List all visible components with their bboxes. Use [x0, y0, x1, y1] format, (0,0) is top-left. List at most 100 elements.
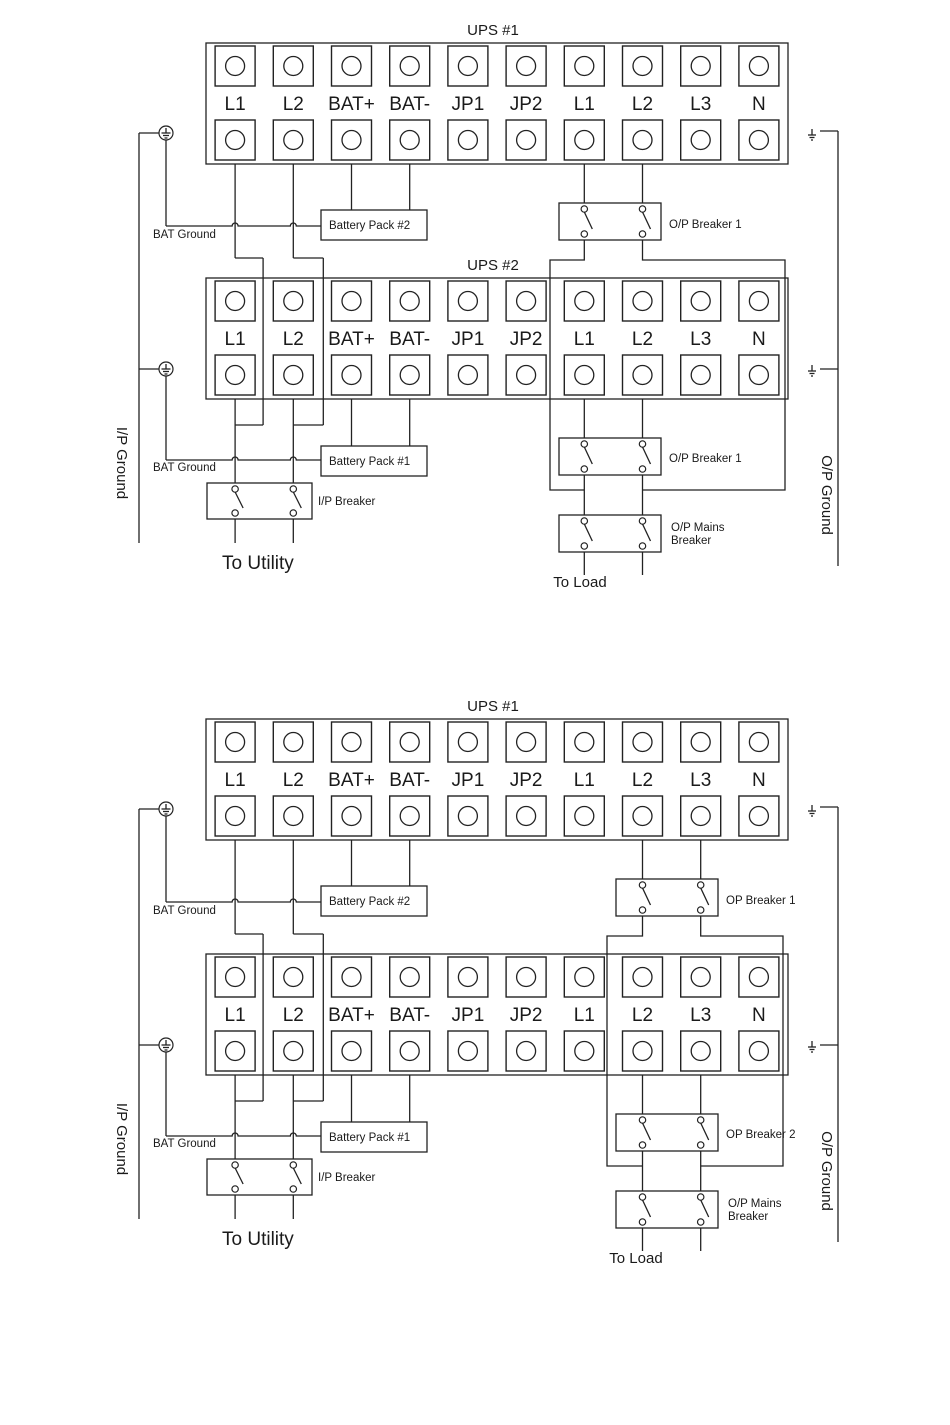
- terminal-screw-icon: [457, 290, 479, 312]
- terminal-screw-icon: [748, 55, 770, 77]
- terminal-screw-icon: [632, 805, 653, 827]
- switch-icon: [580, 205, 593, 238]
- wire: [166, 898, 321, 903]
- terminal-screw-icon: [515, 290, 537, 312]
- op-ground-label: O/P Ground: [818, 1131, 835, 1211]
- terminal-l3: L3: [680, 956, 722, 1072]
- switch-icon: [638, 1193, 652, 1226]
- terminal-screw-icon: [457, 805, 479, 827]
- terminal-screw-icon: [341, 731, 362, 753]
- switch-icon: [231, 1161, 244, 1193]
- terminal-jp1: JP1: [447, 45, 489, 161]
- terminal-l1: L1: [563, 721, 605, 837]
- terminal-screw-icon: [224, 129, 246, 151]
- terminal-label: L1: [574, 770, 595, 791]
- ups-title: UPS #1: [467, 22, 519, 39]
- terminal-bottom-square: [738, 1030, 780, 1072]
- ground-icon: [158, 1037, 174, 1053]
- op-ground-label: O/P Ground: [818, 455, 835, 535]
- terminal-label: L1: [574, 329, 595, 350]
- terminal-screw-icon: [341, 290, 362, 312]
- terminal-batplus: BAT+: [328, 280, 375, 396]
- ground-symbol-icon: [808, 805, 816, 817]
- ground-symbol-icon: [808, 365, 816, 377]
- terminal-jp2: JP2: [505, 956, 547, 1072]
- terminal-screw-icon: [457, 129, 479, 151]
- terminal-screw-icon: [515, 966, 537, 988]
- terminal-screw-icon: [341, 805, 362, 827]
- terminal-label: JP1: [452, 770, 485, 791]
- terminal-screw-icon: [224, 805, 246, 827]
- breaker-label: O/P Breaker 1: [669, 219, 742, 231]
- terminal-l1: L1: [214, 721, 256, 837]
- terminal-screw-icon: [690, 731, 711, 753]
- bat-ground-label: BAT Ground: [153, 462, 216, 474]
- terminal-screw-icon: [690, 290, 711, 312]
- ups-title: UPS #1: [467, 698, 519, 715]
- terminal-screw-icon: [224, 55, 246, 77]
- terminal-screw-icon: [515, 731, 537, 753]
- terminal-label: L2: [632, 94, 653, 115]
- terminal-screw-icon: [748, 290, 770, 312]
- ground-icon: [158, 361, 174, 377]
- terminal-l2: L2: [272, 721, 314, 837]
- terminal-l2: L2: [621, 45, 664, 161]
- terminal-screw-icon: [399, 731, 420, 753]
- terminal-batplus: BAT+: [328, 721, 375, 837]
- terminal-screw-icon: [632, 364, 653, 386]
- terminal-screw-icon: [574, 731, 595, 753]
- wire: [166, 1132, 321, 1137]
- wiring: [138, 806, 839, 1251]
- wire: [166, 222, 321, 227]
- terminal-l2: L2: [272, 45, 314, 161]
- terminal-screw-icon: [690, 364, 711, 386]
- terminal-screw-icon: [457, 364, 479, 386]
- breaker-label: O/P Breaker 1: [669, 453, 742, 465]
- terminal-jp2: JP2: [505, 280, 547, 396]
- terminal-l3: L3: [680, 45, 722, 161]
- terminal-screw-icon: [748, 364, 770, 386]
- terminal-screw-icon: [515, 805, 537, 827]
- terminal-label: BAT+: [328, 770, 375, 791]
- wire: [166, 456, 321, 461]
- terminal-label: JP1: [452, 1005, 485, 1026]
- ups-title: UPS #2: [467, 257, 519, 274]
- switch-icon: [696, 881, 710, 914]
- terminal-label: L1: [225, 94, 246, 115]
- terminal-screw-icon: [690, 1040, 711, 1062]
- terminal-top-square: [272, 45, 314, 87]
- bat-ground-label: BAT Ground: [153, 1138, 216, 1150]
- wire: [700, 916, 784, 1167]
- terminal-screw-icon: [690, 129, 711, 151]
- terminal-n: N: [738, 956, 780, 1072]
- terminal-l1: L1: [563, 45, 605, 161]
- terminal-screw-icon: [457, 731, 479, 753]
- switch-icon: [580, 517, 593, 550]
- terminal-n: N: [738, 721, 780, 837]
- terminal-top-square: [563, 956, 605, 998]
- terminal-batminus: BAT-: [389, 280, 431, 396]
- terminal-screw-icon: [399, 1040, 420, 1062]
- op-breaker-bottom: OP Breaker 2: [615, 1113, 795, 1152]
- op-breaker-top: O/P Breaker 1: [558, 202, 742, 241]
- battery-pack-label: Battery Pack #1: [329, 456, 410, 468]
- to-utility-label: To Utility: [222, 553, 294, 574]
- bat-ground-label: BAT Ground: [153, 905, 216, 917]
- wire: [641, 240, 786, 491]
- terminal-screw-icon: [283, 290, 304, 312]
- terminal-label: JP2: [510, 1005, 543, 1026]
- terminal-top-square: [447, 956, 489, 998]
- terminal-screw-icon: [632, 129, 653, 151]
- terminal-l2: L2: [272, 280, 314, 396]
- terminal-label: L2: [283, 770, 304, 791]
- terminal-l2: L2: [621, 956, 664, 1072]
- terminal-screw-icon: [574, 290, 595, 312]
- terminal-jp1: JP1: [447, 280, 489, 396]
- terminal-jp2: JP2: [505, 721, 547, 837]
- terminal-label: L3: [690, 329, 711, 350]
- terminal-screw-icon: [515, 364, 537, 386]
- battery-pack-box: [320, 1121, 428, 1153]
